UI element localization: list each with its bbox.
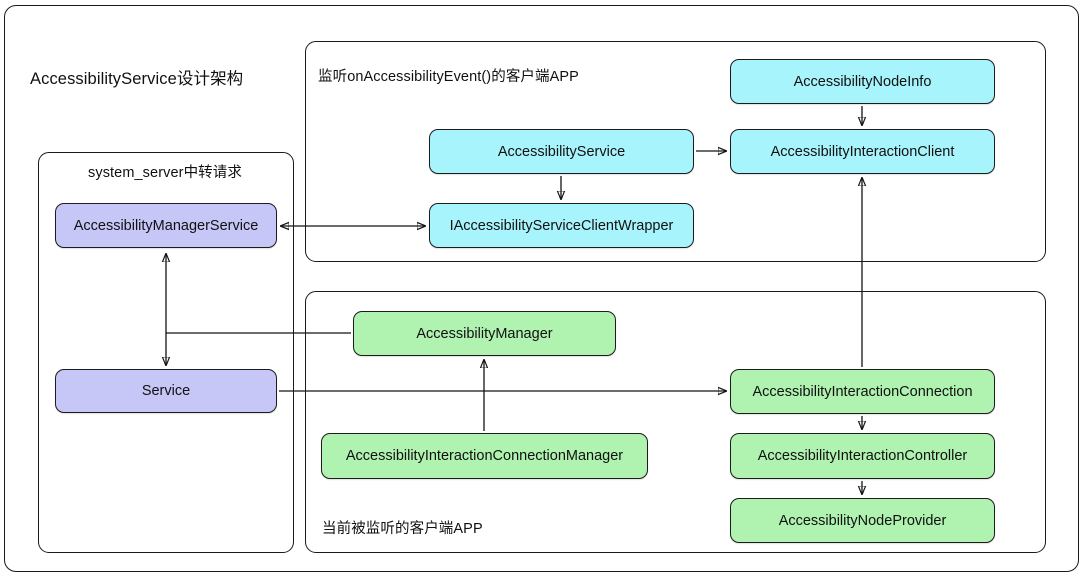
node-accessibility-interaction-connection-manager[interactable]: AccessibilityInteractionConnectionManage… — [321, 433, 648, 479]
node-service[interactable]: Service — [55, 369, 277, 413]
group-label-system-server: system_server中转请求 — [88, 165, 242, 181]
group-label-listener-app: 监听onAccessibilityEvent()的客户端APP — [318, 69, 579, 85]
node-accessibility-node-info[interactable]: AccessibilityNodeInfo — [730, 59, 995, 104]
node-iaccessibility-service-client-wrapper[interactable]: IAccessibilityServiceClientWrapper — [429, 203, 694, 248]
page-title: AccessibilityService设计架构 — [30, 70, 244, 88]
node-accessibility-service[interactable]: AccessibilityService — [429, 129, 694, 174]
group-label-listened-app: 当前被监听的客户端APP — [322, 521, 483, 537]
node-accessibility-interaction-controller[interactable]: AccessibilityInteractionController — [730, 433, 995, 479]
node-accessibility-interaction-client[interactable]: AccessibilityInteractionClient — [730, 129, 995, 174]
node-accessibility-interaction-connection[interactable]: AccessibilityInteractionConnection — [730, 369, 995, 414]
node-accessibility-node-provider[interactable]: AccessibilityNodeProvider — [730, 498, 995, 543]
node-accessibility-manager[interactable]: AccessibilityManager — [353, 311, 616, 356]
node-accessibility-manager-service[interactable]: AccessibilityManagerService — [55, 203, 277, 248]
